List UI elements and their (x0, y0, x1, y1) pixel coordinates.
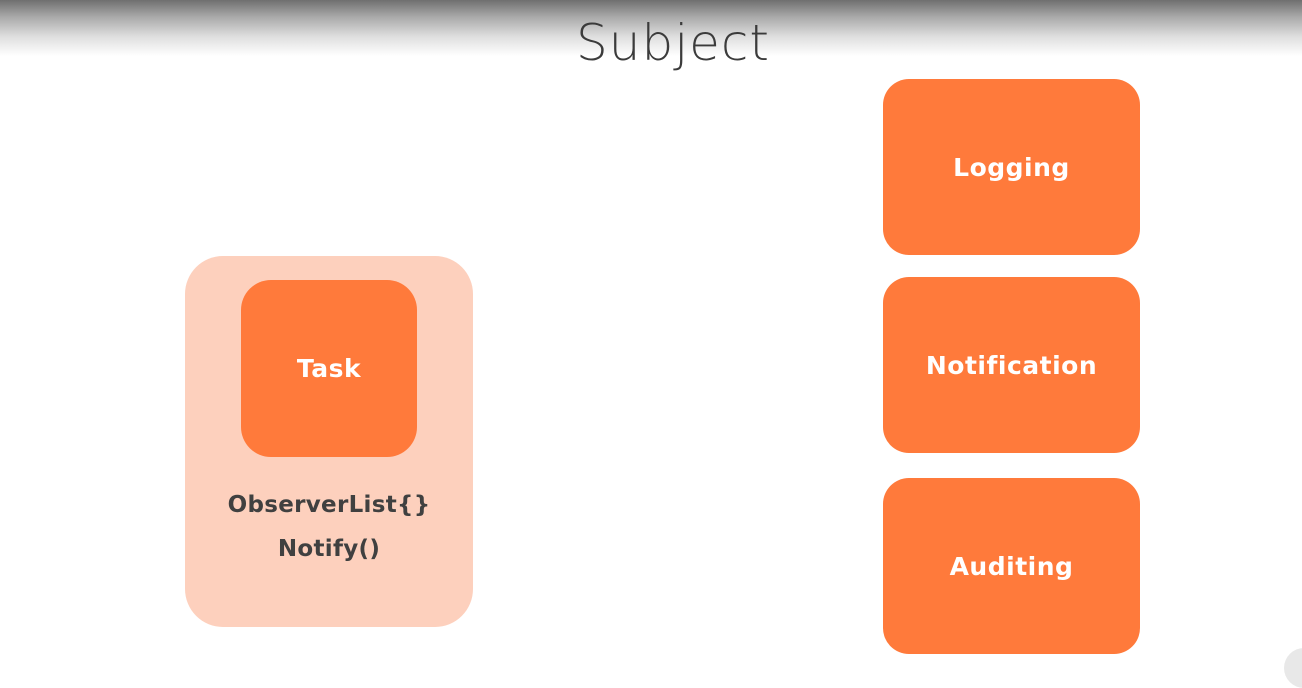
observer-auditing-label: Auditing (949, 551, 1074, 581)
corner-decoration (1284, 648, 1302, 688)
observer-list-member: ObserverList{} (227, 492, 431, 518)
top-shadow (0, 0, 1302, 56)
observer-logging-box: Logging (883, 79, 1140, 255)
observer-notification-box: Notification (883, 277, 1140, 453)
subject-container: Task ObserverList{} Notify() (185, 256, 473, 627)
notify-method-member: Notify() (277, 536, 381, 562)
observer-auditing-box: Auditing (883, 478, 1140, 654)
task-box: Task (241, 280, 417, 457)
observer-logging-label: Logging (953, 152, 1070, 182)
observer-notification-label: Notification (925, 350, 1098, 380)
slide-title: Subject (576, 14, 770, 72)
task-label: Task (296, 354, 362, 383)
